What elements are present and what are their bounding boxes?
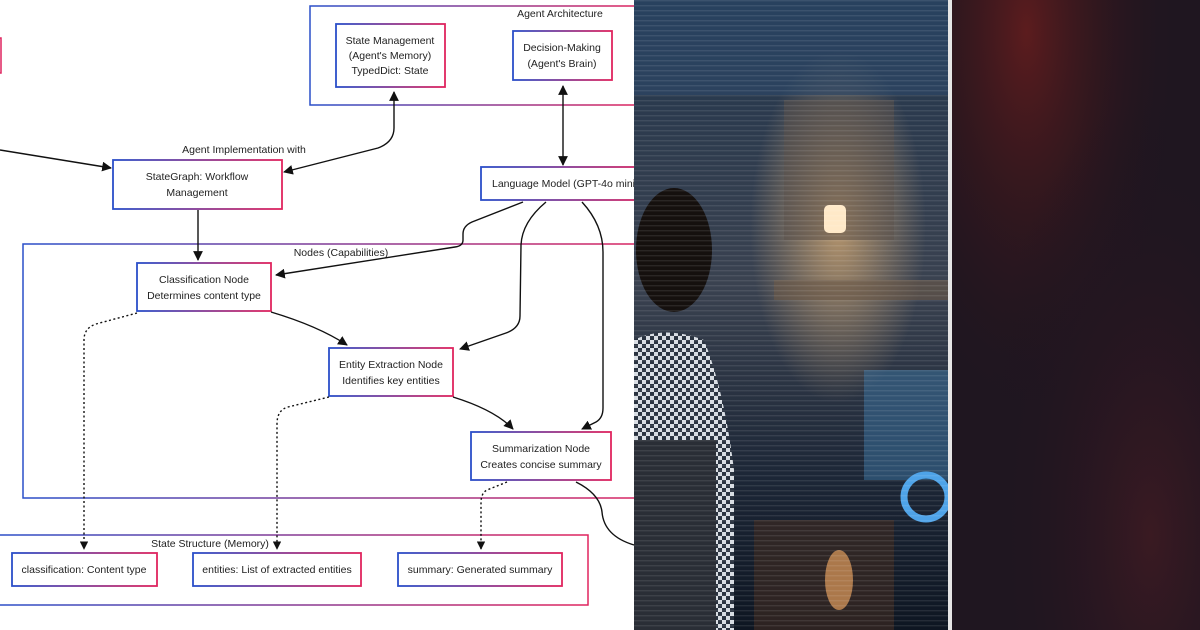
- language-model-box[interactable]: Language Model (GPT-4o mini: [480, 166, 652, 201]
- classification-node-line-2: Determines content type: [147, 290, 261, 302]
- entity-extraction-line-2: Identifies key entities: [342, 375, 439, 387]
- entity-extraction-node-box[interactable]: Entity Extraction Node Identifies key en…: [328, 347, 454, 397]
- group-agent-implementation: Agent Implementation with: [0, 141, 632, 156]
- stategraph-line-1: StateGraph: Workflow: [146, 171, 249, 183]
- dotted-entity-to-field: [272, 396, 330, 550]
- offscreen-box-edge: [0, 37, 2, 74]
- language-model-label: Language Model (GPT-4o mini: [492, 178, 635, 190]
- summary-field-box[interactable]: summary: Generated summary: [397, 552, 563, 587]
- group-agent-implementation-label: Agent Implementation with: [182, 144, 306, 156]
- classification-node-box[interactable]: Classification Node Determines content t…: [136, 262, 272, 312]
- group-agent-architecture-label: Agent Architecture: [517, 8, 603, 20]
- state-management-line-2: (Agent's Memory): [349, 50, 432, 62]
- group-nodes-capabilities-label: Nodes (Capabilities): [294, 247, 389, 259]
- edge-offscreen-to-stategraph: [0, 149, 112, 172]
- edge-entity-summarization: [452, 396, 514, 430]
- panel-divider: [948, 0, 952, 630]
- edge-language-model-classification: [275, 201, 524, 279]
- group-state-structure-label: State Structure (Memory): [151, 538, 269, 550]
- edge-summarization-offscreen: [575, 481, 635, 546]
- edge-stategraph-state-management: [283, 91, 399, 175]
- edge-language-model-summarization: [581, 201, 604, 430]
- person-at-laptop-photo: [634, 0, 948, 630]
- summarization-node-box[interactable]: Summarization Node Creates concise summa…: [470, 431, 612, 481]
- abstract-dark-background: [952, 0, 1200, 630]
- summary-field-label: summary: Generated summary: [408, 564, 553, 576]
- stategraph-line-2: Management: [166, 187, 227, 199]
- decision-making-line-1: Decision-Making: [523, 42, 601, 54]
- edge-language-model-entity: [459, 201, 547, 351]
- entities-field-label: entities: List of extracted entities: [202, 564, 351, 576]
- classification-node-line-1: Classification Node: [159, 274, 249, 286]
- dotted-summarization-to-field: [476, 481, 508, 550]
- edge-classification-entity: [270, 311, 348, 346]
- decision-making-box[interactable]: Decision-Making (Agent's Brain): [512, 30, 613, 81]
- stategraph-box[interactable]: StateGraph: Workflow Management: [112, 159, 283, 210]
- decision-making-line-2: (Agent's Brain): [527, 58, 596, 70]
- entities-field-box[interactable]: entities: List of extracted entities: [192, 552, 362, 587]
- classification-field-label: classification: Content type: [22, 564, 147, 576]
- classification-field-box[interactable]: classification: Content type: [11, 552, 158, 587]
- state-management-line-1: State Management: [346, 35, 435, 47]
- state-management-box[interactable]: State Management (Agent's Memory) TypedD…: [335, 23, 446, 88]
- group-state-structure: State Structure (Memory): [0, 534, 589, 606]
- dotted-classification-to-field: [79, 312, 138, 550]
- summarization-line-1: Summarization Node: [492, 443, 590, 455]
- summarization-line-2: Creates concise summary: [480, 459, 602, 471]
- state-management-line-3: TypedDict: State: [351, 65, 428, 77]
- entity-extraction-line-1: Entity Extraction Node: [339, 359, 443, 371]
